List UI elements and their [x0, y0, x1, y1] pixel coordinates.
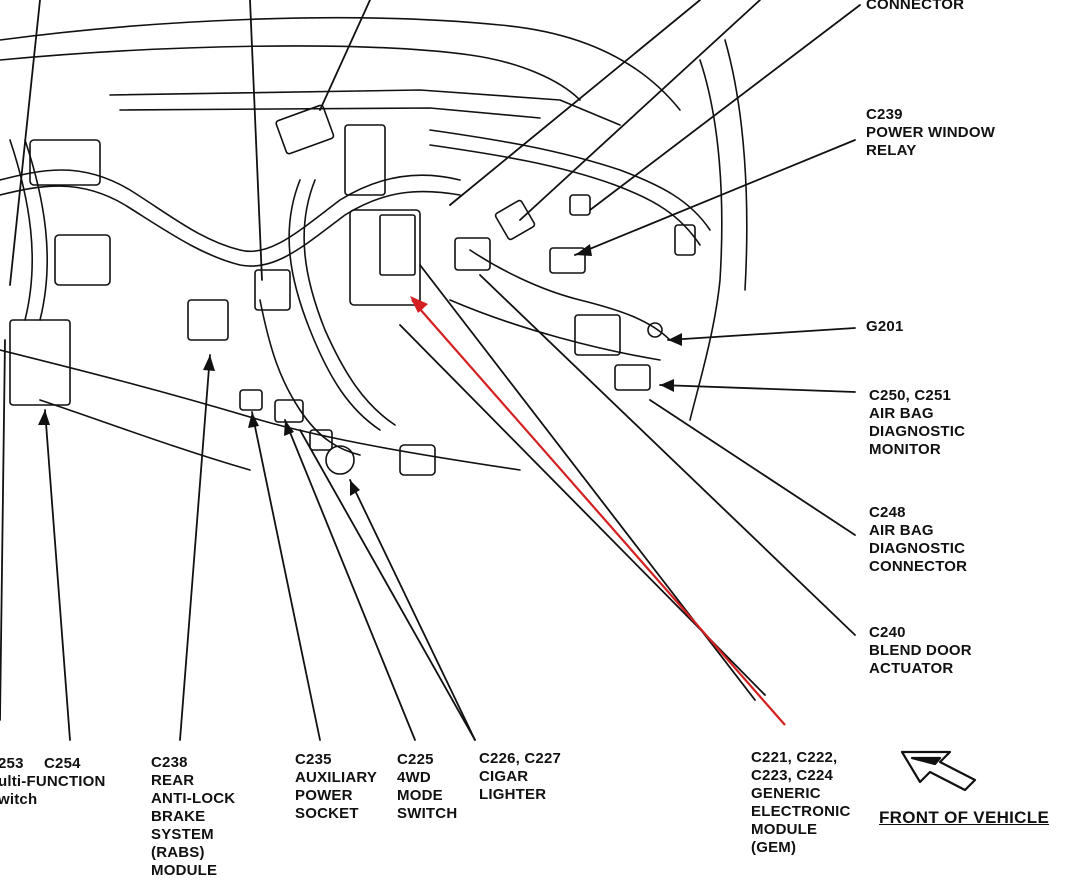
leader-connector-top: [589, 4, 861, 211]
aux-socket-conn: [239, 389, 263, 411]
connector-top-a: [275, 104, 335, 155]
callout-c239: C239 POWER WINDOW RELAY: [866, 106, 996, 159]
cigar-lighter: [325, 445, 355, 475]
harness-right: [429, 129, 711, 231]
callout-connector-top: CONNECTOR: [866, 0, 965, 13]
connector-c239: [454, 237, 491, 271]
mode-switch-conn: [274, 399, 304, 423]
leader-c239: [574, 139, 856, 256]
leader-top-2: [519, 0, 761, 221]
harness-left-2: [24, 139, 48, 321]
dash-panel: [109, 89, 621, 126]
switch-module: [9, 319, 71, 406]
arrowhead-c235: [248, 412, 259, 428]
leader-top-5: [249, 0, 263, 281]
leader-c226b: [299, 429, 476, 741]
connector-mid: [494, 199, 536, 241]
dash-lower: [0, 349, 521, 471]
gem-upper: [344, 124, 386, 196]
leader-c225: [284, 419, 416, 741]
harness-lower: [259, 299, 361, 456]
highlight-arrowhead: [410, 296, 428, 313]
dash-outline: [0, 16, 681, 111]
leader-c240: [479, 274, 856, 636]
harness-main: [0, 169, 461, 253]
connector-block-left-2: [54, 234, 111, 286]
leader-top-4: [319, 0, 371, 111]
callout-gem: C221, C222, C223, C224 GENERIC ELECTRONI…: [751, 749, 851, 856]
leader-c238: [179, 354, 211, 741]
dash-panel-2: [119, 107, 541, 119]
leader-c226: [349, 479, 476, 741]
callout-c225: C225 4WD MODE SWITCH: [397, 751, 458, 822]
leader-top-3: [449, 0, 701, 206]
lighter-conn: [309, 429, 333, 451]
harness-main-2: [0, 185, 461, 267]
arrowhead-c254: [38, 410, 50, 425]
connector-c236: [254, 269, 291, 311]
arrowhead-c250: [660, 379, 674, 392]
callout-c240: C240 BLEND DOOR ACTUATOR: [869, 624, 972, 677]
harness-center: [288, 179, 381, 431]
leader-c254: [44, 409, 71, 741]
callout-c226: C226, C227 CIGAR LIGHTER: [479, 750, 562, 803]
ground-g201: [647, 322, 663, 338]
arrowhead-g201: [668, 333, 682, 346]
harness-left: [9, 139, 33, 321]
callout-c254: C254: [44, 755, 81, 772]
callout-c250: C250, C251 AIR BAG DIAGNOSTIC MONITOR: [869, 387, 966, 458]
firewall: [689, 59, 723, 421]
leader-top-6: [9, 0, 41, 286]
dash-inner-top: [0, 45, 581, 101]
callout-c248: C248 AIR BAG DIAGNOSTIC CONNECTOR: [869, 504, 968, 575]
relay-block: [574, 314, 621, 356]
front-arrow-icon: [900, 750, 977, 792]
gem-module: [349, 209, 421, 306]
callout-g201: G201: [866, 318, 904, 335]
callout-c253: 253 ulti-FUNCTION witch: [0, 755, 106, 808]
connector-block-left: [29, 139, 101, 186]
callout-c238: C238 REAR ANTI-LOCK BRAKE SYSTEM (RABS) …: [151, 754, 236, 879]
highlight-arrow-line: [411, 299, 786, 726]
blend-door-conn: [399, 444, 436, 476]
leader-g201: [667, 327, 856, 341]
connector-right-2: [674, 224, 696, 256]
gem-conn: [379, 214, 416, 276]
leader-c250: [659, 384, 856, 393]
callout-c235: C235 AUXILIARY POWER SOCKET: [295, 751, 378, 822]
front-of-vehicle-label: FRONT OF VEHICLE: [879, 808, 1050, 827]
arrowhead-c239: [575, 244, 592, 256]
dash-lower-3: [449, 299, 661, 361]
connector-c250: [614, 364, 651, 391]
arrowhead-c226: [350, 480, 360, 496]
leader-c253: [0, 339, 6, 721]
connector-c240: [549, 247, 586, 274]
harness-branch: [469, 249, 671, 341]
harness-right-2: [429, 144, 701, 246]
connector-right-top: [569, 194, 591, 216]
firewall-2: [724, 39, 748, 291]
arrowhead-c225: [284, 420, 294, 436]
harness-center-2: [303, 179, 396, 426]
leader-c235: [251, 411, 321, 741]
rabs-connector: [187, 299, 229, 341]
leader-c248: [649, 399, 856, 536]
arrowhead-c238: [203, 355, 215, 371]
dash-lower-2: [39, 399, 251, 471]
